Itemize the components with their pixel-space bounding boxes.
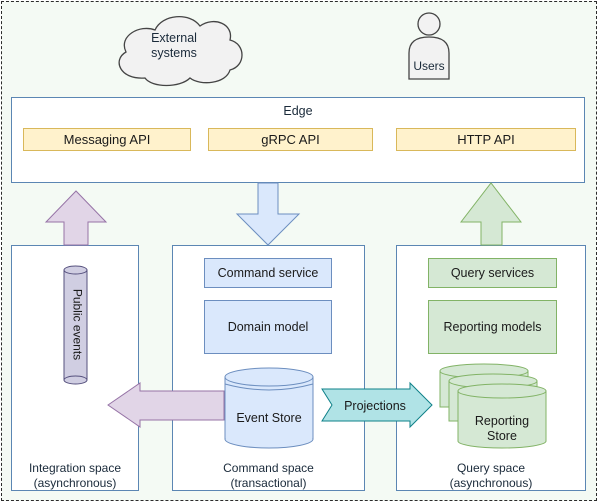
left-arrow-integration — [107, 382, 225, 428]
reporting-store-label: Reporting Store — [474, 414, 530, 443]
external-systems-label: External systems — [151, 31, 197, 60]
public-events-label: Public events — [70, 288, 85, 361]
public-events-cylinder — [63, 265, 88, 385]
users-label: Users — [413, 59, 445, 73]
http-api: HTTP API — [396, 128, 576, 151]
edge-title: Edge — [283, 104, 313, 118]
command-space-label: Command space (transactional) — [223, 461, 314, 490]
reporting-store-cylinders — [439, 363, 547, 449]
event-store-cylinder — [224, 367, 314, 449]
grpc-api: gRPC API — [208, 128, 373, 151]
projections-arrow — [321, 381, 433, 429]
user-icon — [408, 12, 450, 80]
query-space-label: Query space (asynchronous) — [449, 461, 533, 490]
command-service: Command service — [204, 258, 332, 288]
up-arrow-integration — [44, 190, 108, 246]
messaging-api: Messaging API — [23, 128, 191, 151]
domain-model: Domain model — [204, 300, 332, 354]
down-arrow-command — [235, 182, 301, 246]
reporting-models: Reporting models — [428, 300, 557, 354]
integration-space-label: Integration space (asynchronous) — [28, 461, 122, 490]
up-arrow-query — [459, 182, 523, 246]
cloud-shape — [118, 16, 243, 87]
projections-label: Projections — [344, 399, 406, 413]
event-store-label: Event Store — [236, 411, 302, 425]
query-services: Query services — [428, 258, 557, 288]
